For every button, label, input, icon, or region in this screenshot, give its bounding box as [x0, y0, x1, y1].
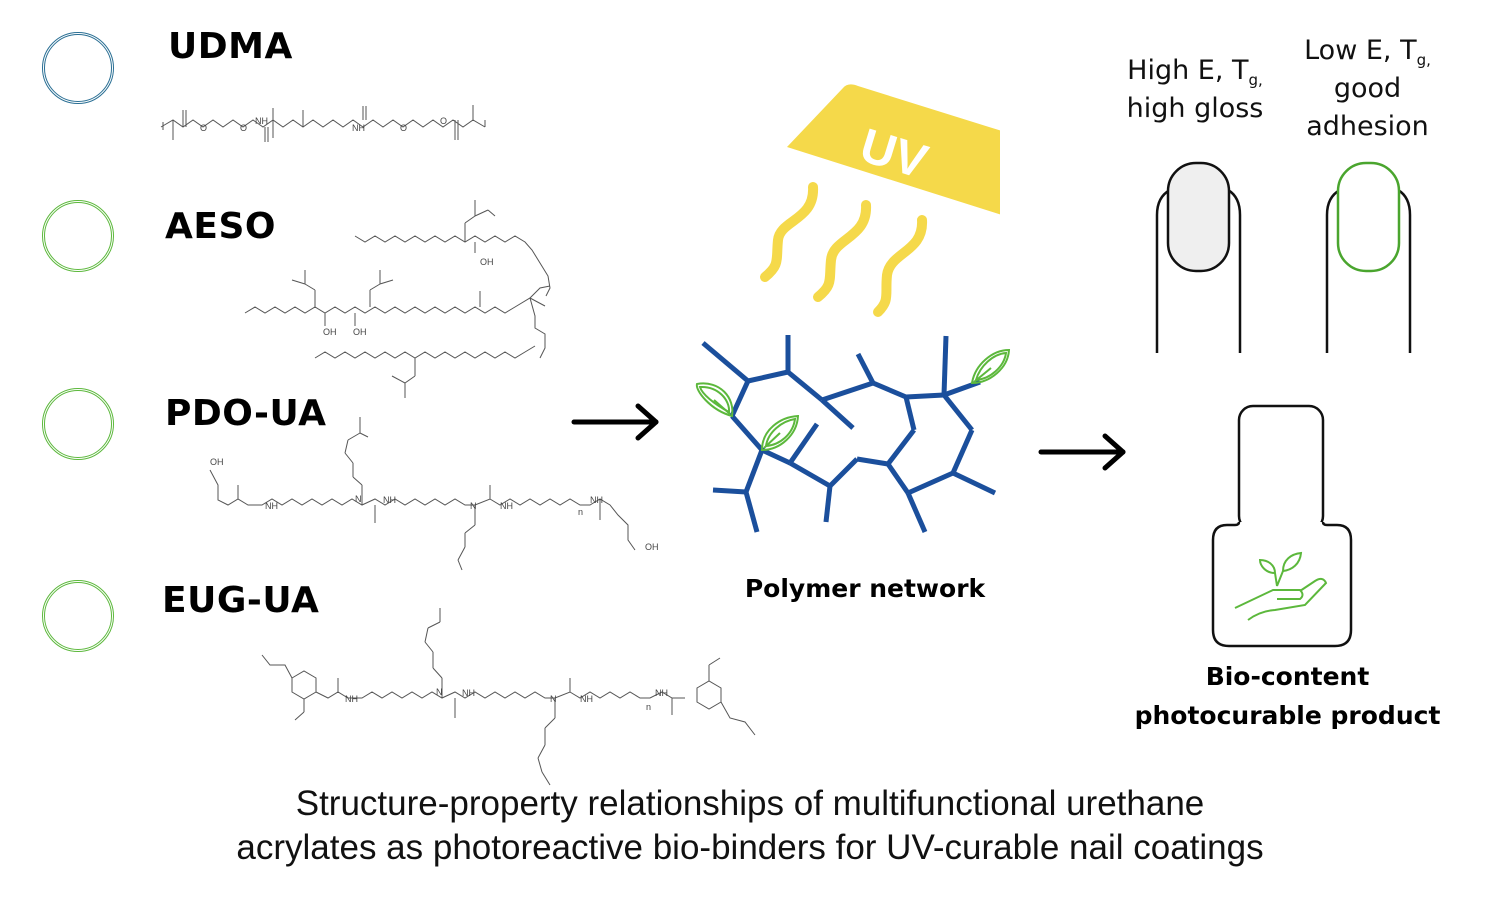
udma-structure: O O NH NH O O [160, 105, 486, 142]
nail-2-prop-subscript: g, [1416, 51, 1431, 69]
atom-label: n [646, 702, 651, 712]
leaf-icon [760, 414, 800, 452]
atom-label: n [578, 507, 583, 517]
atom-label: OH [645, 542, 659, 552]
atom-label: NH [655, 688, 668, 698]
nail-1-prop-line2: high gloss [1126, 93, 1264, 124]
arrow-right-icon [571, 403, 659, 441]
atom-label: OH [210, 457, 224, 467]
uv-lamp-body [787, 84, 1000, 215]
nail-glossy [1166, 161, 1231, 273]
leaf-icon [970, 348, 1011, 385]
polymer-network-label: Polymer network [744, 574, 986, 603]
finger-nail-glossy-icon [1155, 161, 1242, 353]
product-label-line1: Bio-content [1205, 662, 1370, 691]
number-badge-4: 4 [42, 580, 114, 652]
arrow-right-icon [1038, 433, 1126, 471]
atom-label: NH [590, 495, 603, 505]
uv-ray [873, 215, 927, 317]
number-3-text: 3 [65, 401, 91, 448]
bottle-cap [1237, 404, 1325, 532]
atom-label: OH [480, 257, 494, 267]
atom-label: O [440, 116, 447, 126]
nail-2-properties: Low E, Tg, good adhesion [1290, 32, 1445, 146]
nail-adhesion [1336, 161, 1401, 273]
atom-label: OH [353, 327, 367, 337]
atom-label: NH [352, 123, 365, 133]
nail-2-prop-line2: good [1333, 73, 1402, 104]
atom-label: NH [500, 501, 513, 511]
figure-title-line1: Structure-property relationships of mult… [295, 784, 1205, 823]
atom-label: NH [383, 495, 396, 505]
nail-1-prop-text: High E, T [1127, 55, 1249, 86]
atom-label: N [436, 687, 443, 697]
nail-1-prop-line1: High E, Tg, [1110, 52, 1280, 90]
pdo-ua-structure: OH NH N NH N NH n NH OH [209, 417, 659, 571]
atom-label: N [470, 501, 477, 511]
nail-1-prop-subscript: g, [1248, 71, 1263, 89]
aeso-structure: OH OH OH [244, 200, 551, 398]
nail-2-prop-line1: Low E, Tg, [1290, 32, 1445, 70]
leaf-icon [695, 382, 734, 418]
number-badge-1: 1 [42, 32, 114, 104]
figure-title: Structure-property relationships of mult… [0, 782, 1500, 870]
figure-title-line2: acrylates as photoreactive bio-binders f… [236, 828, 1264, 867]
monomer-name-eug-ua: EUG-UA [162, 580, 320, 621]
polymer-chains [701, 335, 997, 533]
atom-label: NH [265, 501, 278, 511]
number-4-text: 4 [65, 593, 91, 640]
number-2-text: 2 [65, 213, 91, 260]
nail-1-properties: High E, Tg, high gloss [1110, 52, 1280, 128]
atom-label: NH [580, 694, 593, 704]
atom-label: NH [462, 688, 475, 698]
uv-ray [760, 182, 818, 282]
number-badge-2: 2 [42, 200, 114, 272]
monomer-name-pdo-ua: PDO-UA [165, 393, 327, 434]
number-badge-3: 3 [42, 388, 114, 460]
atom-label: N [355, 494, 362, 504]
monomer-name-udma: UDMA [168, 26, 293, 67]
plant-in-hand-icon [1234, 551, 1328, 621]
atom-label: O [240, 123, 247, 133]
number-1-text: 1 [65, 45, 91, 92]
atom-label: O [200, 123, 207, 133]
product-label: Bio-content photocurable product [1115, 657, 1460, 735]
atom-label: O [400, 123, 407, 133]
uv-lamp-icon: UV [760, 84, 1000, 317]
polymer-network-diagram [695, 335, 1011, 533]
atom-label: OH [323, 327, 337, 337]
nail-2-prop-line3: adhesion [1306, 111, 1429, 142]
bottle-body [1211, 521, 1353, 648]
uv-ray [813, 200, 871, 302]
atom-label: NH [345, 694, 358, 704]
monomer-name-aeso: AESO [165, 206, 276, 247]
nail-polish-bottle-icon [1211, 404, 1353, 648]
product-label-line2: photocurable product [1134, 701, 1441, 730]
atom-label: N [550, 694, 557, 704]
finger-nail-adhesion-icon [1325, 161, 1412, 353]
eug-ua-structure: NH N NH N NH n NH [261, 608, 756, 786]
atom-label: NH [255, 116, 268, 126]
nail-2-prop-text: Low E, T [1304, 35, 1417, 66]
